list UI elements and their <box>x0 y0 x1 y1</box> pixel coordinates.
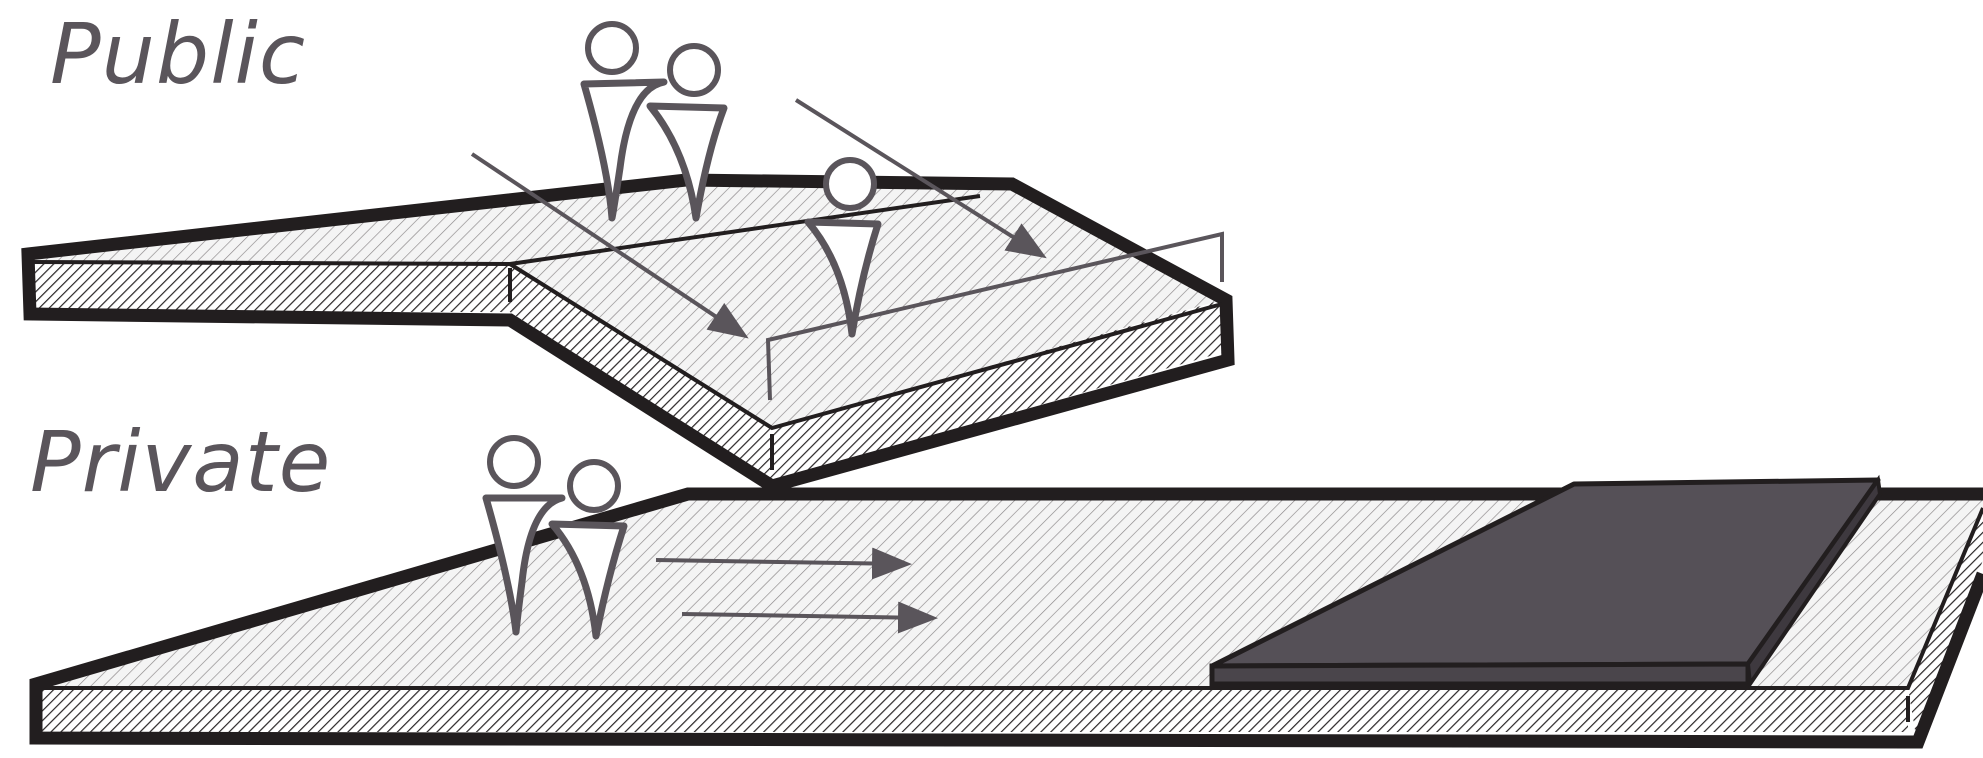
public-label: Public <box>50 12 306 96</box>
private-platform-front-edge <box>38 688 1908 732</box>
dark-block-front <box>1212 664 1748 684</box>
public-platform-left-edge <box>30 262 510 312</box>
private-label: Private <box>30 420 331 504</box>
